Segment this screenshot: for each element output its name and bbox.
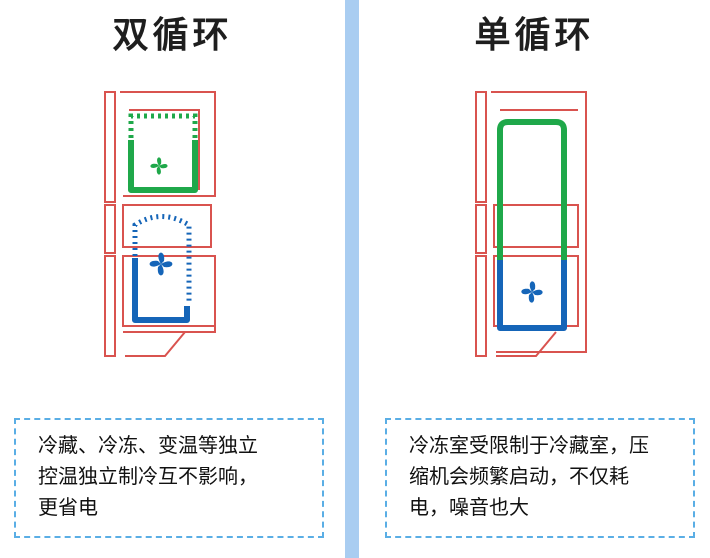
- fan-icon: [521, 281, 543, 303]
- dual-cycle-description: 冷藏、冷冻、变温等独立 控温独立制冷互不影响， 更省电: [14, 418, 324, 538]
- single-cycle-title: 单循环: [474, 15, 595, 56]
- description-line: 冷藏、冷冻、变温等独立: [38, 433, 258, 457]
- description-line: 缩机会频繁启动，不仅耗: [409, 464, 629, 488]
- center-divider: [345, 0, 359, 558]
- fan-icon: [149, 252, 173, 276]
- dual-cycle-title: 双循环: [112, 15, 233, 56]
- single-loop: [497, 119, 567, 331]
- description-line: 冷冻室受限制于冷藏室，压: [409, 433, 649, 457]
- refrigerator-cold-loop: [128, 113, 198, 193]
- freezer-loop: [132, 214, 192, 323]
- dual-cycle-diagram: [104, 91, 216, 357]
- single-cycle-description: 冷冻室受限制于冷藏室，压 缩机会频繁启动，不仅耗 电，噪音也大: [385, 418, 695, 538]
- fan-icon: [150, 157, 168, 175]
- fridge-outline: [475, 91, 587, 357]
- description-line: 更省电: [38, 495, 98, 519]
- single-cycle-diagram: [475, 91, 587, 357]
- description-line: 控温独立制冷互不影响，: [38, 464, 258, 488]
- description-line: 电，噪音也大: [409, 495, 529, 519]
- fridge-outline: [104, 91, 216, 357]
